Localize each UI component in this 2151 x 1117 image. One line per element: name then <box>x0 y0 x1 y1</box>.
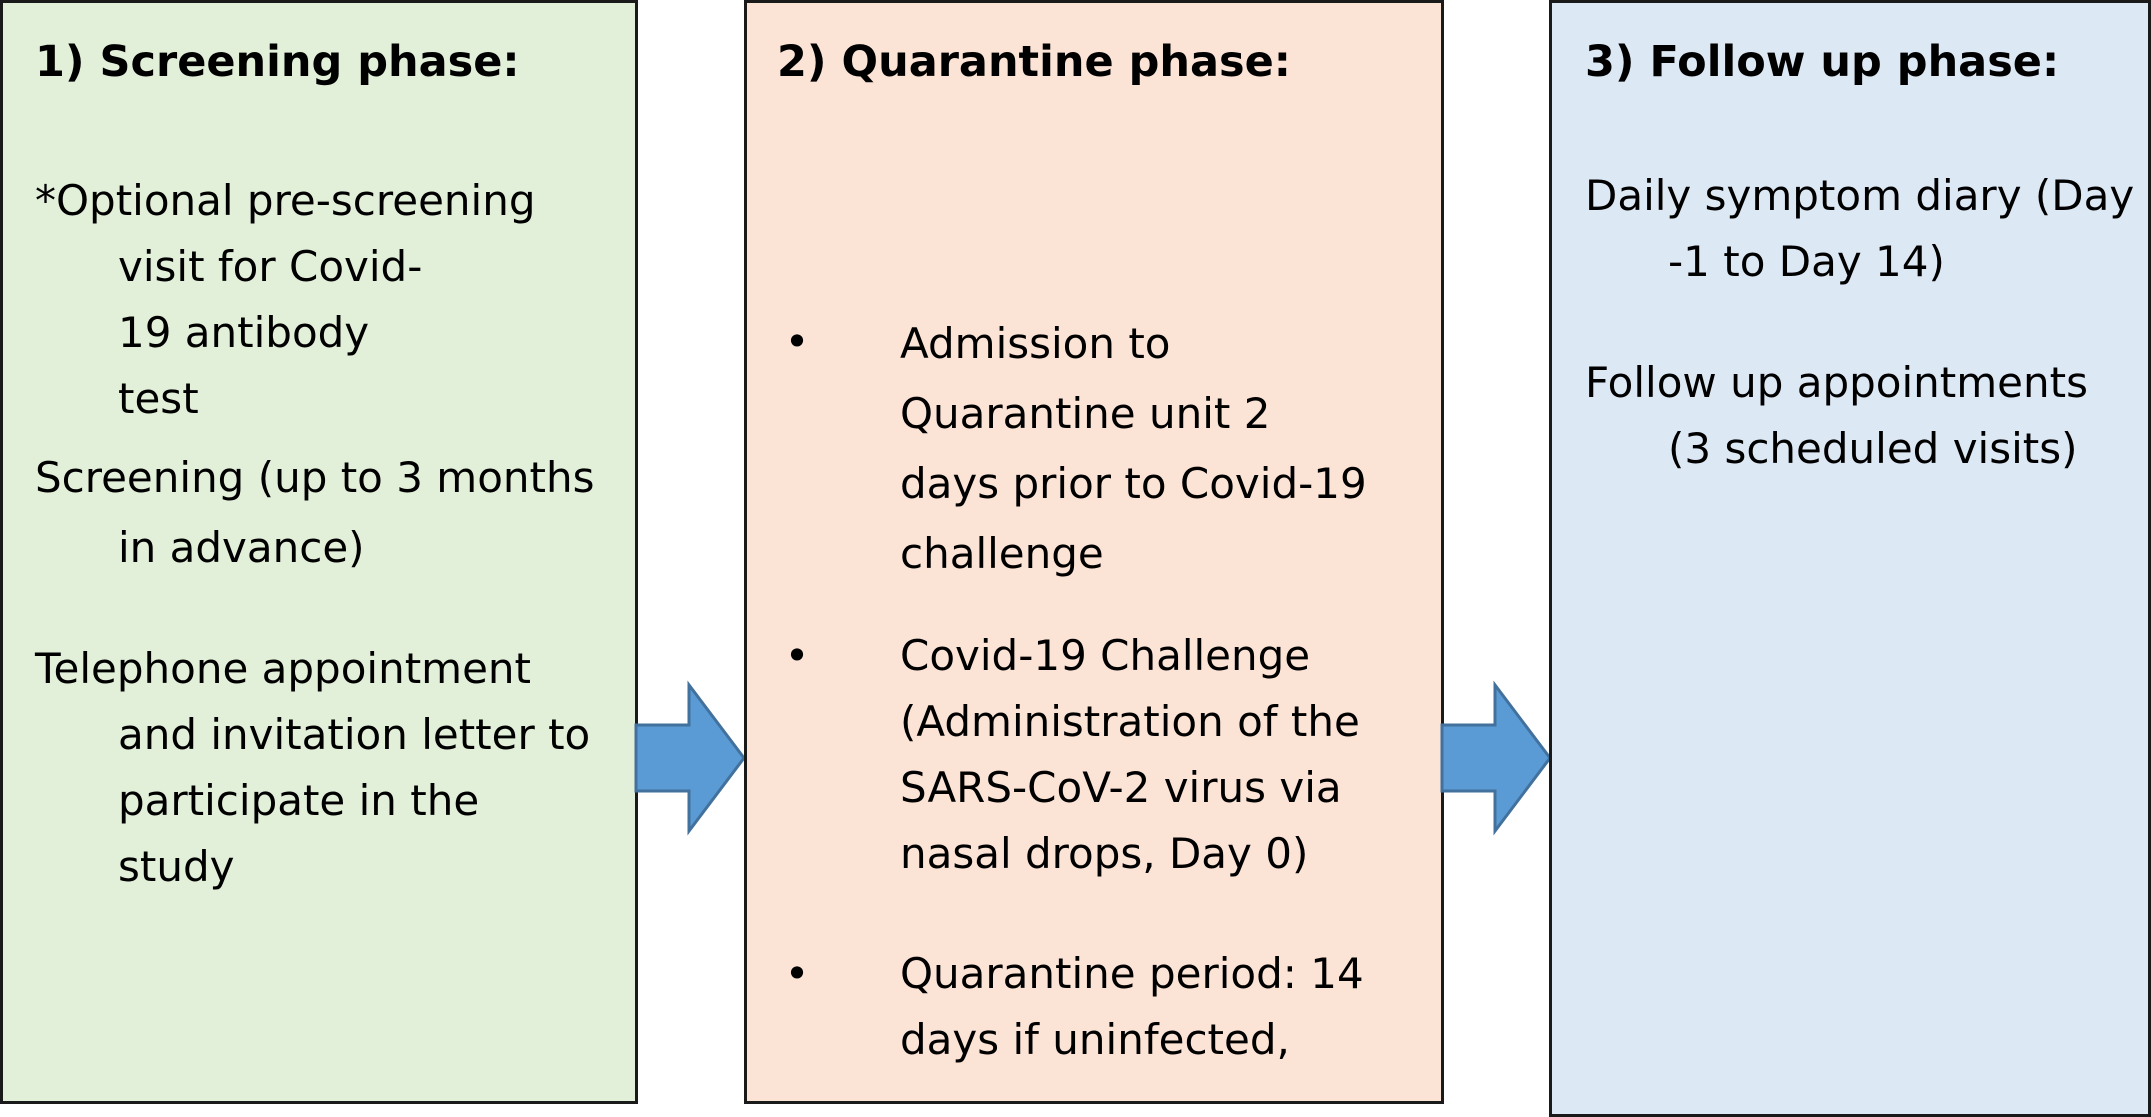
quarantine-phase-title: 2) Quarantine phase: <box>777 37 1291 87</box>
followup-item-line: Follow up appointments <box>1585 358 2088 407</box>
quarantine-bullet-text: Covid-19 Challenge (Administration of th… <box>900 631 1360 878</box>
bullet-icon: • <box>784 949 810 998</box>
quarantine-bullet-text: Quarantine period: 14 days if uninfected… <box>900 949 1364 1064</box>
screening-item-prescreening: *Optional pre-screening visit for Covid-… <box>35 168 625 432</box>
screening-item-line: Telephone appointment <box>35 644 532 693</box>
screening-item-line: *Optional pre-screening <box>35 176 536 225</box>
screening-phase-title: 1) Screening phase: <box>35 37 520 87</box>
bullet-icon: • <box>784 317 810 366</box>
followup-phase-title: 3) Follow up phase: <box>1585 37 2060 87</box>
screening-item-continuation: in advance) <box>118 523 365 572</box>
screening-item-telephone: Telephone appointment and invitation let… <box>35 636 625 900</box>
bullet-icon: • <box>784 631 810 680</box>
followup-item-diary: Daily symptom diary (Day -1 to Day 14) <box>1585 163 2145 295</box>
followup-item-line: Daily symptom diary (Day <box>1585 171 2135 220</box>
followup-item-continuation: -1 to Day 14) <box>1668 237 1945 286</box>
followup-phase-box: 3) Follow up phase: Daily symptom diary … <box>1549 0 2151 1117</box>
screening-item-screening: Screening (up to 3 months in advance) <box>35 443 625 583</box>
right-arrow-icon <box>1440 680 1552 836</box>
screening-phase-box: 1) Screening phase: *Optional pre-screen… <box>0 0 638 1104</box>
followup-item-continuation: (3 scheduled visits) <box>1668 424 2078 473</box>
followup-item-appointments: Follow up appointments (3 scheduled visi… <box>1585 350 2145 482</box>
screening-item-continuation: visit for Covid-19 antibody test <box>118 242 423 423</box>
screening-item-continuation: and invitation letter to participate in … <box>118 710 591 891</box>
quarantine-bullet-text: Admission to Quarantine unit 2 days prio… <box>900 319 1367 578</box>
right-arrow-icon <box>634 680 746 836</box>
quarantine-phase-box: 2) Quarantine phase: • Admission to Quar… <box>744 0 1444 1104</box>
screening-item-line: Screening (up to 3 months <box>35 453 595 502</box>
